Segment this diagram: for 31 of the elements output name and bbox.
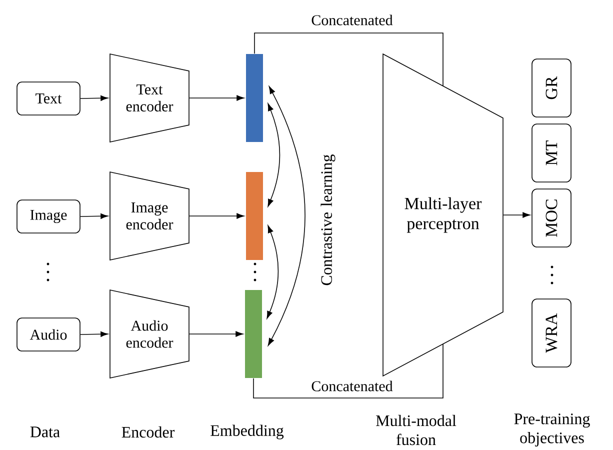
objective-box: WRA bbox=[532, 298, 572, 368]
arrow bbox=[268, 86, 306, 346]
edge-label: Concatenated bbox=[310, 380, 394, 392]
embedding-bar bbox=[246, 54, 263, 142]
encoder-trapezoid: Text encoder bbox=[110, 54, 190, 142]
arrow bbox=[80, 213, 108, 219]
data-box: Image bbox=[16, 200, 80, 234]
column-label: Data bbox=[30, 426, 60, 438]
embedding-bar bbox=[245, 290, 262, 378]
encoder-trapezoid: Audio encoder bbox=[110, 290, 190, 378]
encoder-trapezoid: Image encoder bbox=[110, 172, 190, 260]
objective-box: MT bbox=[532, 124, 572, 182]
column-label: Multi-modal fusion bbox=[376, 414, 456, 446]
arrow bbox=[189, 213, 244, 219]
rotated-label: Contrastive learning bbox=[320, 154, 336, 286]
arrow bbox=[80, 331, 108, 337]
edge-label: Concatenated bbox=[310, 14, 394, 26]
arrow bbox=[189, 331, 244, 337]
data-box: Audio bbox=[16, 318, 80, 352]
objective-box: MOC bbox=[532, 188, 572, 248]
data-box: Text bbox=[16, 82, 80, 116]
arrow bbox=[80, 95, 108, 101]
column-label: Pre-training objectives bbox=[514, 414, 590, 446]
arrow bbox=[503, 212, 530, 218]
objective-box: GR bbox=[532, 58, 572, 118]
column-label: Embedding bbox=[210, 424, 284, 440]
column-label: Encoder bbox=[122, 426, 175, 438]
arrow bbox=[189, 95, 244, 101]
arrow bbox=[266, 225, 279, 319]
embedding-bar bbox=[246, 172, 263, 260]
arrow bbox=[268, 103, 280, 207]
